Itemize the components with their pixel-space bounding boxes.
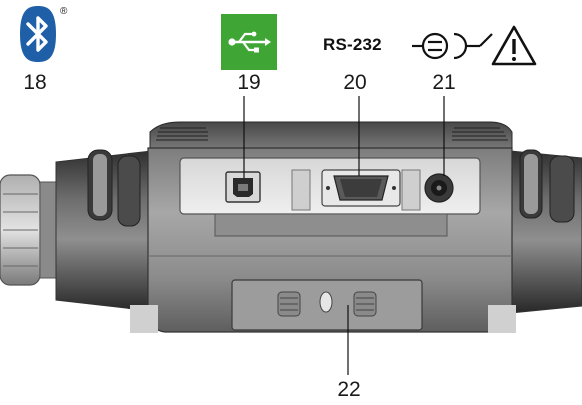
callout-22: 22 [337, 378, 361, 401]
dc-power-symbol [412, 32, 493, 60]
warning-triangle-icon [491, 25, 537, 66]
battery-cover [231, 279, 423, 331]
right-vent [452, 127, 508, 141]
rs232-label: RS-232 [323, 35, 382, 54]
connector-panel [179, 157, 481, 215]
leader-lines [243, 96, 445, 375]
left-grip [55, 149, 161, 313]
bluetooth-icon [20, 6, 56, 62]
callout-20: 20 [343, 71, 367, 94]
usb-icon [221, 14, 277, 70]
registered-mark: ® [60, 6, 68, 17]
left-vent [156, 127, 208, 141]
right-grip [499, 149, 582, 315]
callout-21: 21 [432, 71, 456, 94]
left-knob [0, 174, 57, 286]
callout-19: 19 [237, 71, 261, 94]
callout-18: 18 [23, 71, 47, 94]
